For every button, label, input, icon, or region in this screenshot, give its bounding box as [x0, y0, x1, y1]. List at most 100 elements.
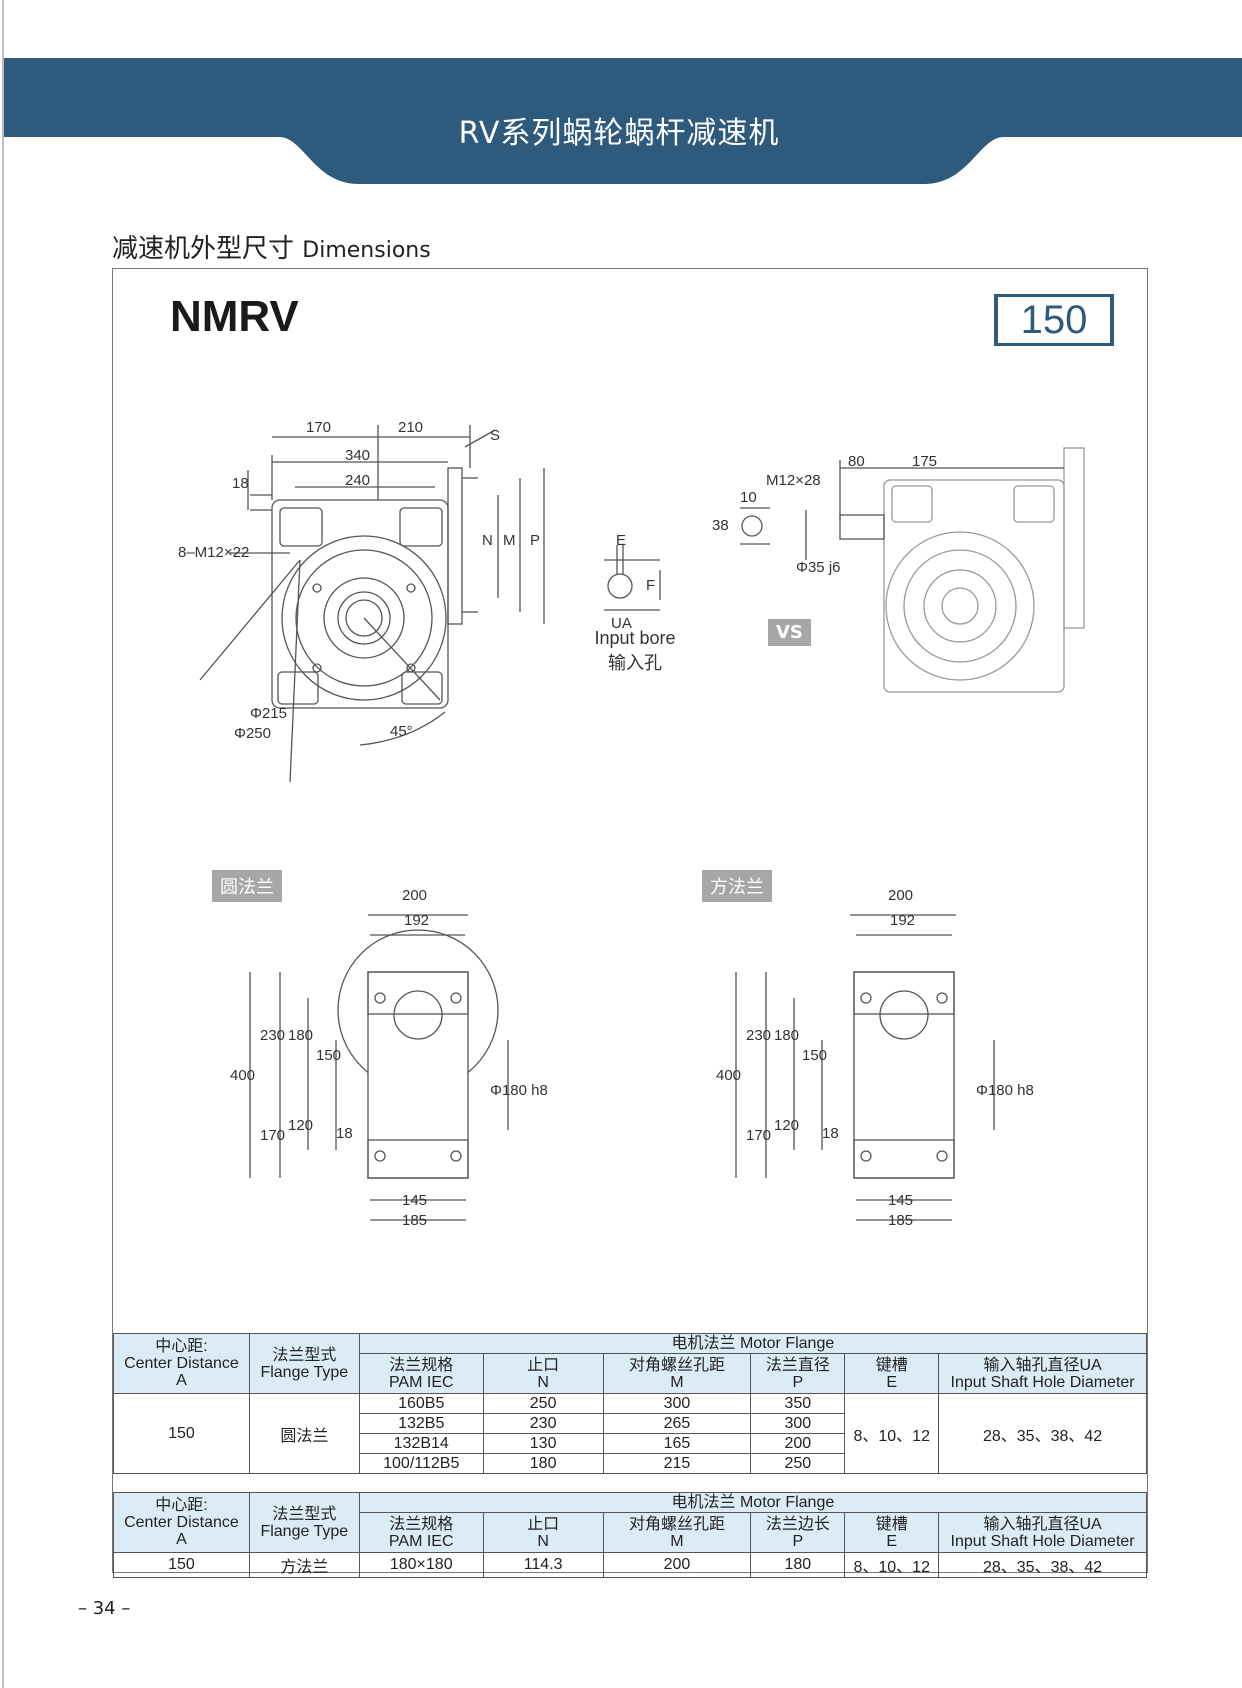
cell-pam: 132B5	[358, 1413, 484, 1434]
page-number: – 34 –	[78, 1598, 131, 1619]
dim-text: 145	[402, 1192, 427, 1209]
square-flange-tag: 方法兰	[702, 870, 772, 902]
dim-text: 150	[802, 1047, 827, 1064]
section-title: 减速机外型尺寸 Dimensions	[112, 228, 431, 265]
section-title-cn: 减速机外型尺寸	[112, 234, 295, 264]
dim-text: UA	[611, 615, 632, 632]
cell-p: 250	[750, 1453, 846, 1474]
dim-text: 145	[888, 1192, 913, 1209]
dim-text: 240	[345, 472, 370, 489]
dim-text: Φ180 h8	[490, 1082, 548, 1099]
cell-flange: 方法兰	[248, 1552, 360, 1578]
cell-n: 180	[482, 1453, 604, 1474]
dim-text: E	[616, 532, 626, 549]
cell-center: 150	[113, 1552, 250, 1578]
cell-ua: 28、35、38、42	[938, 1552, 1147, 1578]
cell-m: 265	[602, 1413, 752, 1434]
side-view-drawing	[740, 447, 1085, 693]
dim-text: 170	[306, 419, 331, 436]
header-motor-flange: 电机法兰 Motor Flange	[358, 1333, 1148, 1354]
dim-text: 45°	[390, 723, 413, 740]
dim-text: 200	[402, 887, 427, 904]
dim-text: 150	[316, 1047, 341, 1064]
dim-text: 200	[888, 887, 913, 904]
dim-text: 120	[774, 1117, 799, 1134]
banner-title: RV系列蜗轮蜗杆减速机	[458, 116, 780, 151]
cell-e: 8、10、12	[844, 1393, 940, 1474]
header-banner	[4, 58, 1242, 184]
dim-text: 400	[230, 1067, 255, 1084]
dim-text: M	[503, 532, 516, 549]
header-motor-flange: 电机法兰 Motor Flange	[358, 1492, 1148, 1513]
dim-text: 80	[848, 453, 865, 470]
technical-drawing: 170 210 340 240 18 S N M P 8–M12×22 Φ215…	[178, 419, 1085, 1229]
cell-n: 250	[482, 1393, 604, 1414]
dim-text: 340	[345, 447, 370, 464]
dim-text: N	[482, 532, 493, 549]
square-flange-drawing	[735, 914, 995, 1221]
dim-text: Φ215	[250, 705, 287, 722]
dim-text: 18	[232, 475, 249, 492]
cell-flange: 圆法兰	[248, 1393, 360, 1474]
cell-pam: 160B5	[358, 1393, 484, 1414]
dim-text: 230	[260, 1027, 285, 1044]
cell-n: 114.3	[482, 1552, 604, 1578]
dim-text: 170	[746, 1127, 771, 1144]
cell-m: 165	[602, 1433, 752, 1454]
cell-pam: 100/112B5	[358, 1453, 484, 1474]
dim-text: 210	[398, 419, 423, 436]
cell-p: 350	[750, 1393, 846, 1414]
size-badge: 150	[994, 294, 1114, 346]
cell-n: 230	[482, 1413, 604, 1434]
cell-m: 300	[602, 1393, 752, 1414]
cell-ua: 28、35、38、42	[938, 1393, 1147, 1474]
page-edge-line	[2, 0, 4, 1688]
input-bore-label-cn: 输入孔	[608, 653, 662, 673]
size-badge-text: 150	[998, 297, 1110, 343]
dim-text: Φ250	[234, 725, 271, 742]
dim-text: P	[530, 532, 540, 549]
vs-badge: VS	[768, 619, 811, 646]
cell-m: 200	[602, 1552, 752, 1578]
dim-text: Φ180 h8	[976, 1082, 1034, 1099]
cell-e: 8、10、12	[844, 1552, 940, 1578]
cell-n: 130	[482, 1433, 604, 1454]
model-name: NMRV	[170, 292, 299, 341]
dim-text: M12×28	[766, 472, 821, 489]
input-bore-drawing	[604, 545, 661, 611]
dim-text: 180	[774, 1027, 799, 1044]
round-flange-tag: 圆法兰	[212, 870, 282, 902]
dim-text: F	[646, 577, 655, 594]
cell-p: 180	[750, 1552, 846, 1578]
round-flange-drawing	[249, 914, 509, 1221]
cell-pam: 132B14	[358, 1433, 484, 1454]
dim-text: 120	[288, 1117, 313, 1134]
dim-text: 400	[716, 1067, 741, 1084]
cell-m: 215	[602, 1453, 752, 1474]
dim-text: 230	[746, 1027, 771, 1044]
dim-text: 192	[890, 912, 915, 929]
dim-text: 180	[288, 1027, 313, 1044]
dim-text: S	[490, 427, 500, 444]
dim-text: 185	[402, 1212, 427, 1229]
dim-text: 192	[404, 912, 429, 929]
section-title-en: Dimensions	[302, 238, 431, 263]
cell-p: 300	[750, 1413, 846, 1434]
dim-text: Φ35 j6	[796, 559, 841, 576]
